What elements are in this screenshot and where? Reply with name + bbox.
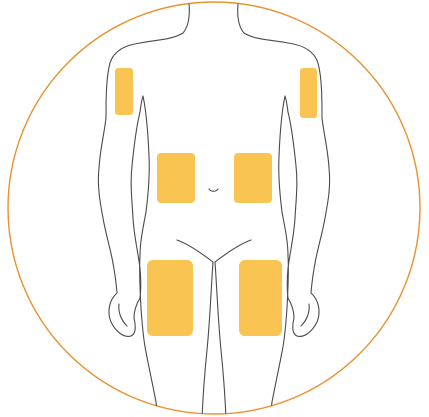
zone-upper-arm-left[interactable] <box>300 68 317 118</box>
circle-frame <box>8 2 420 414</box>
zone-thigh-right[interactable] <box>147 260 193 336</box>
zone-abdomen-left[interactable] <box>234 153 272 203</box>
zone-abdomen-right[interactable] <box>157 153 195 203</box>
zone-thigh-left[interactable] <box>239 260 282 336</box>
zone-upper-arm-right[interactable] <box>115 68 133 115</box>
